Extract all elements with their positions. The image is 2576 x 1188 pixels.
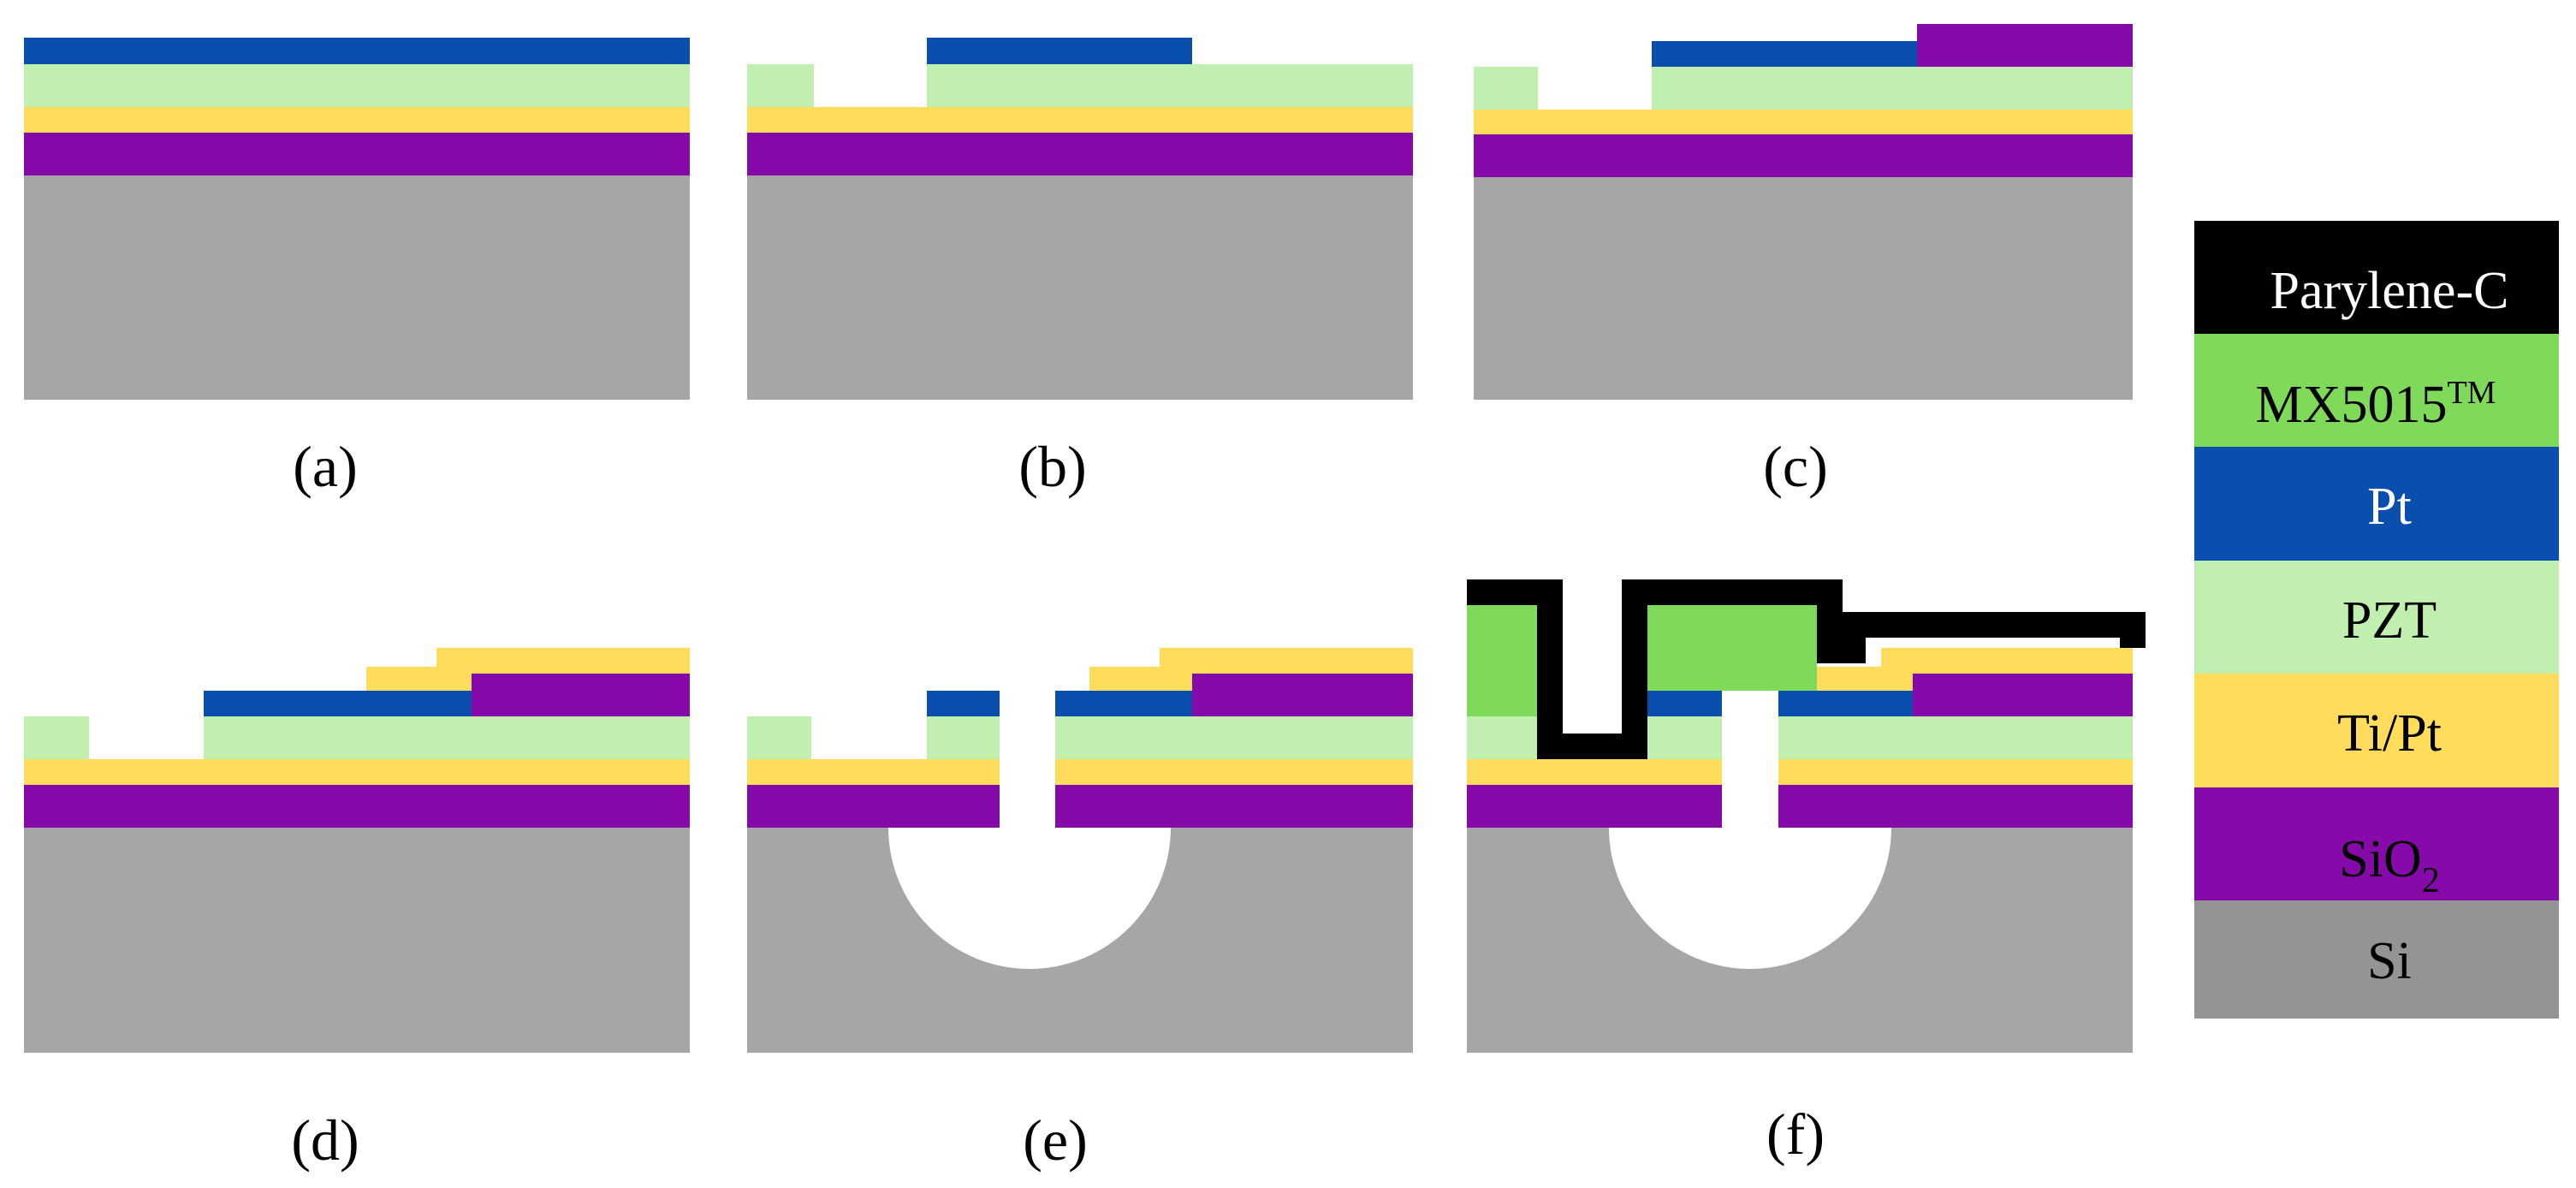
pzt-layer-right <box>1055 716 1413 759</box>
si-substrate-with-cavity <box>747 828 1413 1053</box>
legend-item-sio2: SiO2 <box>2194 787 2559 900</box>
legend-label-tipt: Ti/Pt <box>2337 704 2442 763</box>
si-substrate-with-cavity <box>1467 828 2133 1053</box>
legend-swatch-si <box>2194 900 2559 1019</box>
legend-swatch-sio2 <box>2194 787 2559 900</box>
tipt-interconnect <box>366 648 690 691</box>
sio2-passivation <box>472 674 690 716</box>
tipt-interconnect <box>1817 648 2133 691</box>
pzt-layer-right <box>204 716 690 759</box>
si-substrate <box>1474 177 2133 400</box>
legend-item-mx5015: MX5015TM <box>2194 334 2559 447</box>
legend-swatch-tipt <box>2194 674 2559 787</box>
legend-label-si: Si <box>2367 932 2412 990</box>
si-substrate <box>24 828 690 1053</box>
legend-item-pt: Pt <box>2194 447 2559 561</box>
legend-swatch-mx5015 <box>2194 334 2559 447</box>
legend-swatch-parylene <box>2194 221 2559 334</box>
pzt-layer-right <box>927 64 1413 107</box>
panel-label-f: (f) <box>1766 1102 1825 1167</box>
mx5015-right <box>1647 605 1817 691</box>
legend-label-parylene: Parylene-C <box>2270 262 2509 320</box>
panel-label-a: (a) <box>293 434 357 499</box>
sio2-layer-right <box>1055 785 1413 828</box>
legend-item-si: Si <box>2194 900 2559 1019</box>
sio2-layer-right <box>1778 785 2133 828</box>
tipt-bottom-electrode <box>1474 110 2133 134</box>
panel-f: (f) <box>1467 579 2146 1167</box>
pzt-layer-mid <box>1647 716 1722 759</box>
legend-item-parylene: Parylene-C <box>2194 221 2559 334</box>
tipt-bottom-electrode-left <box>1467 759 1722 785</box>
legend-label-pzt: PZT <box>2342 591 2437 650</box>
sio2-layer-left <box>747 785 1000 828</box>
legend-swatch-pzt <box>2194 561 2559 674</box>
pt-top-electrode <box>927 38 1192 64</box>
pt-top-electrode-right <box>1055 691 1192 716</box>
pzt-layer-left <box>1474 67 1538 110</box>
tipt-bottom-electrode <box>747 107 1413 133</box>
panel-label-b: (b) <box>1018 434 1086 499</box>
panel-label-d: (d) <box>291 1108 359 1173</box>
sio2-passivation <box>1917 24 2133 67</box>
pzt-layer-right <box>1652 67 2133 110</box>
legend-label-mx5015: MX5015 <box>2256 376 2448 434</box>
pzt-layer-left <box>747 64 814 107</box>
legend: Parylene-C MX5015TM Pt PZT Ti/Pt SiO2 Si <box>2194 221 2559 1019</box>
pzt-layer-left <box>747 716 811 759</box>
tipt-interconnect <box>1089 648 1413 691</box>
pt-top-electrode-mid <box>927 691 1000 716</box>
pt-top-electrode <box>1652 41 1917 67</box>
pt-top-electrode-mid <box>1647 691 1722 716</box>
sio2-layer <box>1474 134 2133 177</box>
pzt-layer-left <box>1467 716 1537 759</box>
legend-swatch-pt <box>2194 447 2559 561</box>
sio2-layer <box>747 133 1413 175</box>
pzt-layer <box>24 64 690 107</box>
tipt-bottom-electrode-left <box>747 759 1000 785</box>
pt-top-electrode <box>204 691 472 716</box>
sio2-layer-left <box>1467 785 1722 828</box>
panel-b: (b) <box>747 38 1413 499</box>
tipt-bottom-electrode-right <box>1778 759 2133 785</box>
panel-d: (d) <box>24 648 690 1173</box>
legend-item-tipt: Ti/Pt <box>2194 674 2559 787</box>
legend-label-sio2-sub: 2 <box>2422 861 2440 900</box>
pt-top-electrode-right <box>1778 691 1913 716</box>
sio2-layer <box>24 133 690 175</box>
pzt-layer-left <box>24 716 89 759</box>
sio2-passivation <box>1913 674 2133 716</box>
pt-top-electrode <box>24 38 690 64</box>
pzt-layer-mid <box>927 716 1000 759</box>
legend-label-pt: Pt <box>2367 478 2412 536</box>
legend-label-sio2: SiO <box>2339 830 2421 888</box>
tipt-bottom-electrode <box>24 107 690 133</box>
legend-item-pzt: PZT <box>2194 561 2559 674</box>
si-substrate <box>747 175 1413 400</box>
tipt-bottom-electrode-right <box>1055 759 1413 785</box>
si-substrate <box>24 175 690 400</box>
sio2-layer <box>24 785 690 828</box>
tipt-bottom-electrode <box>24 759 690 785</box>
panel-c: (c) <box>1474 24 2133 499</box>
panel-a: (a) <box>24 38 690 499</box>
panel-e: (e) <box>747 648 1413 1173</box>
pzt-layer-right <box>1778 716 2133 759</box>
sio2-passivation <box>1192 674 1413 716</box>
parylene-c-coating <box>1467 579 2146 759</box>
mx5015-left <box>1467 605 1537 716</box>
legend-label-mx5015-text: MX5015TM <box>2256 375 2496 434</box>
legend-label-sio2-text: SiO2 <box>2339 830 2439 900</box>
panel-label-c: (c) <box>1763 434 1827 499</box>
panel-label-e: (e) <box>1023 1108 1087 1173</box>
legend-label-mx5015-sup: TM <box>2447 375 2496 411</box>
